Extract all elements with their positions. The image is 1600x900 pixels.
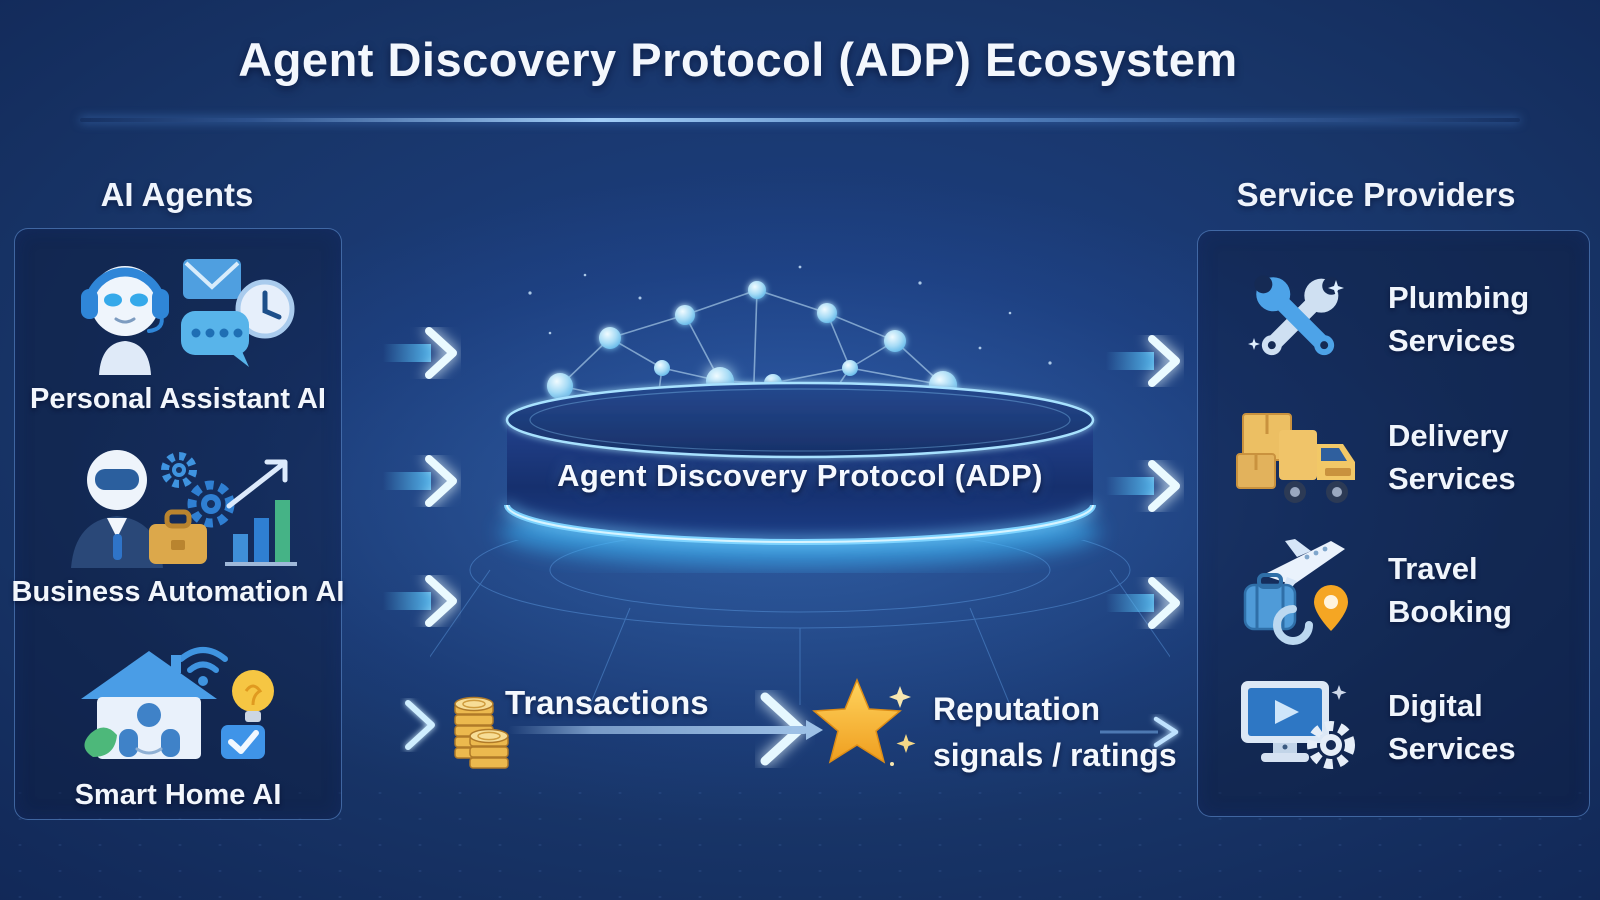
flow-arrow-right-3 <box>1106 577 1180 629</box>
flow-arrow-right-2 <box>1106 460 1180 512</box>
flow-arrow-right-4 <box>1100 716 1179 748</box>
disc-label: Agent Discovery Protocol (ADP) <box>557 458 1043 493</box>
provider-item-digital: Digital Services <box>1198 671 1589 783</box>
reputation-line-2: signals / ratings <box>933 737 1177 773</box>
agent-item-business-automation: Business Automation AI <box>12 442 345 609</box>
agent-item-personal-assistant: Personal Assistant AI <box>15 245 341 416</box>
service-providers-heading: Service Providers <box>1236 176 1516 213</box>
page-title: Agent Discovery Protocol (ADP) Ecosystem <box>238 33 1238 86</box>
provider-label: Plumbing Services <box>1388 280 1530 358</box>
digital-monitor-icon <box>1241 681 1355 769</box>
agent-label: Personal Assistant AI <box>29 383 326 415</box>
flow-arrow-right-1 <box>1106 335 1180 387</box>
reputation-line-1: Reputation <box>933 691 1101 727</box>
transactions-to-reputation-arrow <box>508 720 823 740</box>
transactions-label: Transactions <box>505 684 709 721</box>
perspective-grid-floor <box>430 540 1170 706</box>
agent-label: Business Automation AI <box>11 576 345 608</box>
reputation-label: Reputation signals / ratings <box>933 686 1177 778</box>
title-divider <box>80 118 1520 122</box>
provider-item-plumbing: Plumbing Services <box>1198 259 1589 379</box>
provider-item-delivery: Delivery Services <box>1198 401 1589 513</box>
coins-icon <box>454 696 509 769</box>
flow-arrow-left-2 <box>383 455 457 507</box>
agent-label: Smart Home AI <box>74 779 282 811</box>
travel-plane-icon <box>1243 539 1348 645</box>
flow-arrow-transactions <box>405 700 435 750</box>
ai-agents-panel: Personal Assistant AI <box>12 228 345 820</box>
smart-home-icon <box>81 647 274 759</box>
service-providers-panel: Plumbing Services Delivery Services <box>1197 230 1590 817</box>
delivery-truck-icon <box>1236 413 1355 503</box>
adp-protocol-disc <box>500 381 1100 566</box>
crossed-wrenches-icon <box>1248 275 1344 356</box>
flow-arrow-left-1 <box>383 327 457 379</box>
reputation-star-icon <box>812 678 916 766</box>
ai-agents-heading: AI Agents <box>100 176 254 213</box>
provider-label: Digital Services <box>1388 688 1516 766</box>
provider-label: Delivery Services <box>1388 418 1516 496</box>
provider-item-travel: Travel Booking <box>1198 531 1589 649</box>
assistant-robot-icon <box>81 259 295 375</box>
agent-item-smart-home: Smart Home AI <box>15 633 341 812</box>
provider-label: Travel Booking <box>1388 551 1512 629</box>
flow-arrow-left-3 <box>383 575 457 627</box>
business-robot-icon <box>71 450 297 568</box>
